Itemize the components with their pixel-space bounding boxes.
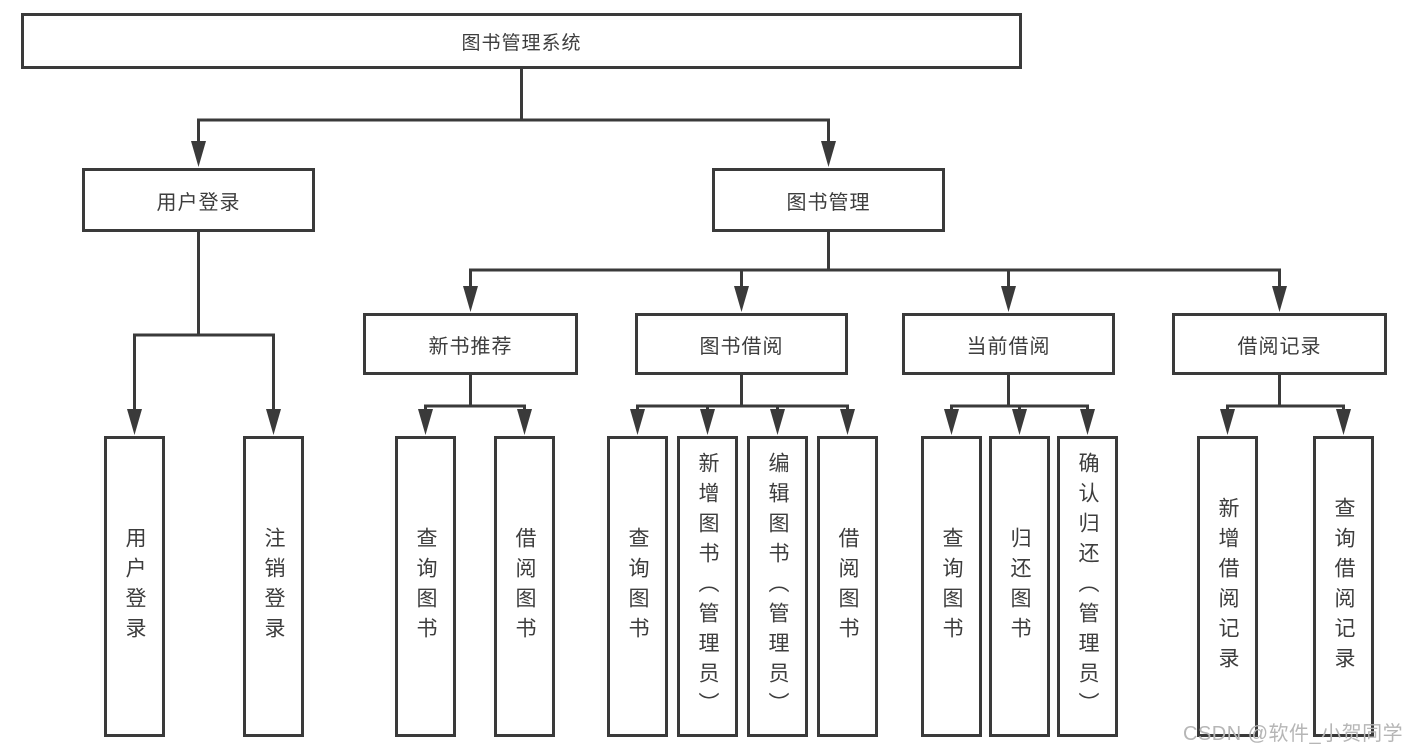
arrowhead-icon (630, 409, 645, 435)
leaf-user-login: 用户登录 (104, 436, 165, 737)
csdn-watermark: CSDN @软件_小贺同学 (1183, 723, 1404, 745)
node-borrow-records: 借阅记录 (1172, 313, 1387, 375)
leaf-borrow-books-recommend: 借阅图书 (494, 436, 555, 737)
arrowhead-icon (944, 409, 959, 435)
leaf-logout: 注销登录 (243, 436, 304, 737)
leaf-query-books-current-label: 查询图书 (940, 526, 963, 647)
arrowhead-icon (1012, 409, 1027, 435)
leaf-query-books-borrow: 查询图书 (607, 436, 668, 737)
arrowhead-icon (700, 409, 715, 435)
arrowhead-icon (1272, 286, 1287, 312)
leaf-add-borrow-record-label: 新增借阅记录 (1216, 496, 1239, 677)
leaf-edit-book-admin-label: 编辑图书（管理员） (766, 451, 789, 722)
arrowhead-icon (266, 409, 281, 435)
node-new-book-recommend: 新书推荐 (363, 313, 578, 375)
node-current-borrow: 当前借阅 (902, 313, 1115, 375)
leaf-return-book-label: 归还图书 (1008, 526, 1031, 647)
leaf-logout-label: 注销登录 (262, 526, 285, 647)
leaf-borrow-books-borrow-label: 借阅图书 (836, 526, 859, 647)
leaf-query-borrow-record-label: 查询借阅记录 (1332, 496, 1355, 677)
arrowhead-icon (1336, 409, 1351, 435)
arrowhead-icon (1001, 286, 1016, 312)
arrowhead-icon (734, 286, 749, 312)
leaf-borrow-books-borrow: 借阅图书 (817, 436, 878, 737)
arrowhead-icon (127, 409, 142, 435)
leaf-add-book-admin-label: 新增图书（管理员） (696, 451, 719, 722)
leaf-confirm-return-admin: 确认归还（管理员） (1057, 436, 1118, 737)
leaf-query-books-borrow-label: 查询图书 (626, 526, 649, 647)
arrowhead-icon (1220, 409, 1235, 435)
leaf-query-borrow-record: 查询借阅记录 (1313, 436, 1374, 737)
node-book-borrow: 图书借阅 (635, 313, 848, 375)
leaf-user-login-label: 用户登录 (123, 526, 146, 647)
leaf-confirm-return-admin-label: 确认归还（管理员） (1076, 451, 1099, 722)
arrowhead-icon (191, 141, 206, 167)
arrowhead-icon (770, 409, 785, 435)
leaf-return-book: 归还图书 (989, 436, 1050, 737)
leaf-query-books-recommend: 查询图书 (395, 436, 456, 737)
arrowhead-icon (517, 409, 532, 435)
leaf-add-borrow-record: 新增借阅记录 (1197, 436, 1258, 737)
arrowhead-icon (463, 286, 478, 312)
arrowhead-icon (840, 409, 855, 435)
leaf-borrow-books-recommend-label: 借阅图书 (513, 526, 536, 647)
arrowhead-icon (1080, 409, 1095, 435)
node-user-login: 用户登录 (82, 168, 315, 232)
node-book-management: 图书管理 (712, 168, 945, 232)
leaf-query-books-current: 查询图书 (921, 436, 982, 737)
leaf-add-book-admin: 新增图书（管理员） (677, 436, 738, 737)
leaf-query-books-recommend-label: 查询图书 (414, 526, 437, 647)
leaf-edit-book-admin: 编辑图书（管理员） (747, 436, 808, 737)
arrowhead-icon (821, 141, 836, 167)
node-library-management-system: 图书管理系统 (21, 13, 1022, 69)
arrowhead-icon (418, 409, 433, 435)
